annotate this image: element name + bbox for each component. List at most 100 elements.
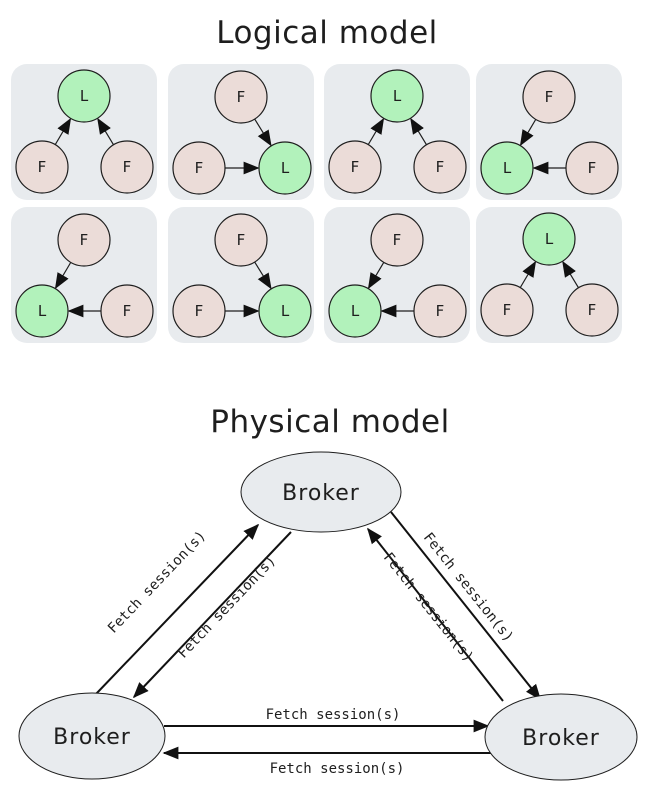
follower-node: F	[413, 140, 467, 194]
follower-circle	[565, 283, 619, 337]
broker-ellipse	[18, 692, 166, 780]
replication-arrow	[97, 117, 115, 146]
fetch-arrow	[95, 523, 260, 695]
follower-node: F	[172, 284, 226, 338]
follower-node: F	[565, 283, 619, 337]
follower-node: F	[172, 141, 226, 195]
leader-circle	[480, 141, 534, 195]
partition-panel: L F F	[168, 207, 314, 343]
fetch-link-top-to-left: Fetch session(s)	[132, 531, 292, 699]
fetch-session-label: Fetch session(s)	[105, 528, 209, 637]
leader-label: L	[393, 87, 402, 105]
follower-circle	[413, 284, 467, 338]
follower-label: F	[237, 231, 246, 249]
follower-circle	[413, 140, 467, 194]
fetch-link-left-to-right: Fetch session(s)	[164, 707, 490, 733]
fetch-arrow	[390, 511, 541, 701]
fetch-arrow	[132, 531, 292, 699]
leader-node: L	[522, 212, 576, 266]
follower-label: F	[545, 88, 554, 106]
physical-model-title: Physical model	[210, 404, 450, 440]
leader-node: L	[480, 141, 534, 195]
follower-circle	[214, 70, 268, 124]
replication-arrow	[519, 119, 537, 147]
leader-node: L	[258, 141, 312, 195]
follower-label: F	[503, 301, 512, 319]
follower-node: F	[100, 140, 154, 194]
replication-arrow	[254, 118, 272, 147]
partition-panel: L F F	[168, 64, 314, 200]
leader-label: L	[503, 159, 512, 177]
broker-ellipse	[484, 693, 638, 781]
follower-label: F	[436, 302, 445, 320]
leader-node: L	[57, 69, 111, 123]
fetch-link-right-to-left: Fetch session(s)	[162, 746, 492, 777]
leader-node: L	[328, 284, 382, 338]
follower-label: F	[80, 231, 89, 249]
broker-right: Broker	[484, 693, 638, 781]
follower-label: F	[588, 301, 597, 319]
fetch-session-label: Fetch session(s)	[175, 553, 279, 662]
follower-node: F	[214, 70, 268, 124]
follower-label: F	[195, 159, 204, 177]
leader-circle	[15, 284, 69, 338]
replication-arrow	[254, 261, 272, 290]
replication-arrow	[519, 260, 537, 288]
leader-circle	[258, 141, 312, 195]
follower-label: F	[436, 158, 445, 176]
replication-arrow	[54, 262, 72, 290]
fetch-link-top-to-right: Fetch session(s)	[390, 511, 541, 701]
broker-label: Broker	[53, 725, 131, 750]
broker-ellipse	[240, 451, 402, 533]
leader-label: L	[80, 87, 89, 105]
follower-node: F	[100, 284, 154, 338]
follower-label: F	[393, 231, 402, 249]
partition-panel: L F F	[324, 64, 470, 200]
follower-circle	[565, 141, 619, 195]
follower-label: F	[123, 302, 132, 320]
partition-panel: L F F	[476, 207, 622, 343]
leader-circle	[258, 284, 312, 338]
follower-label: F	[38, 158, 47, 176]
partition-panel: LFF	[11, 207, 157, 343]
partition-panel: LFF	[476, 64, 622, 200]
follower-circle	[100, 140, 154, 194]
replication-arrow	[54, 117, 72, 145]
follower-circle	[15, 140, 69, 194]
broker-top: Broker	[240, 451, 402, 533]
follower-label: F	[351, 158, 360, 176]
replication-arrow	[410, 117, 428, 146]
follower-node: F	[214, 213, 268, 267]
replication-arrow	[367, 262, 385, 290]
broker-label: Broker	[522, 726, 600, 751]
follower-node: F	[328, 140, 382, 194]
broker-left: Broker	[18, 692, 166, 780]
partition-panel: L F F	[11, 64, 157, 200]
follower-node: F	[15, 140, 69, 194]
leader-circle	[328, 284, 382, 338]
logical-model-title: Logical model	[216, 15, 438, 51]
leader-label: L	[545, 230, 554, 248]
follower-circle	[172, 284, 226, 338]
follower-node: F	[522, 70, 576, 124]
replication-arrow	[367, 117, 385, 145]
leader-circle	[57, 69, 111, 123]
physical-model-diagram: Fetch session(s)Fetch session(s)Fetch se…	[18, 451, 638, 781]
follower-label: F	[195, 302, 204, 320]
follower-node: F	[57, 213, 111, 267]
follower-circle	[57, 213, 111, 267]
fetch-arrow	[367, 527, 504, 702]
leader-label: L	[351, 302, 360, 320]
fetch-session-label: Fetch session(s)	[266, 707, 401, 723]
follower-circle	[480, 283, 534, 337]
leader-node: L	[370, 69, 424, 123]
leader-label: L	[281, 159, 290, 177]
leader-label: L	[281, 302, 290, 320]
leader-circle	[370, 69, 424, 123]
follower-circle	[100, 284, 154, 338]
leader-circle	[522, 212, 576, 266]
partition-panel: L F F	[324, 207, 470, 343]
replication-arrow	[562, 260, 580, 289]
follower-node: F	[370, 213, 424, 267]
